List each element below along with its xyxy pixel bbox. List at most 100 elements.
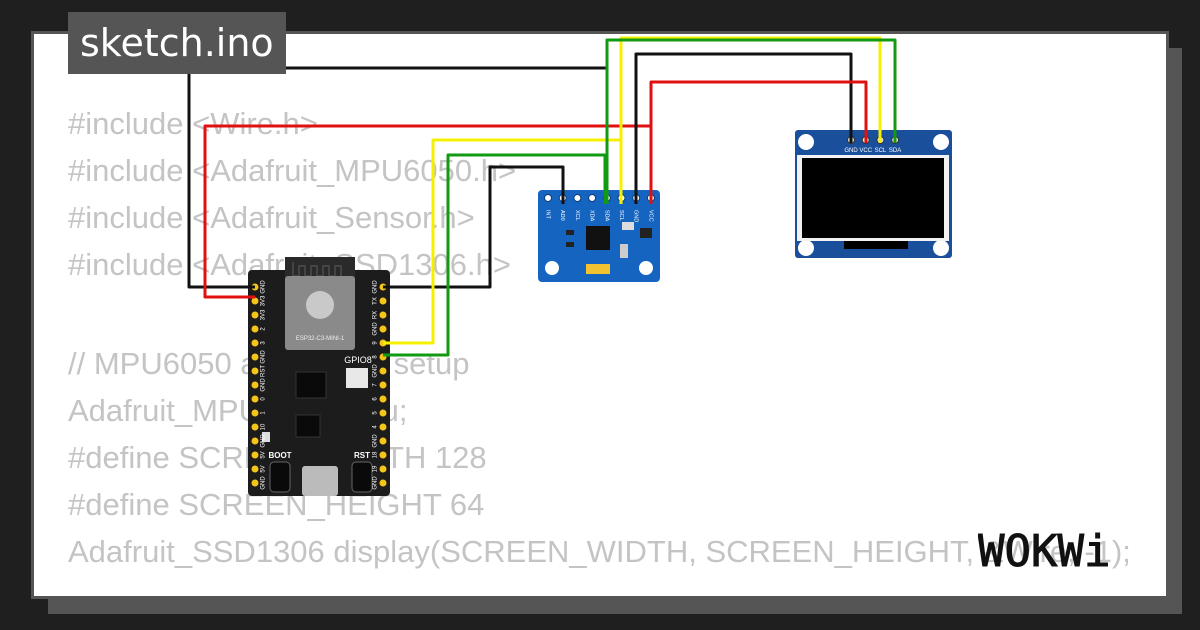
esp32-pin[interactable] — [379, 423, 387, 431]
mounting-hole — [933, 240, 949, 256]
esp32-pin-label: GND — [373, 322, 379, 336]
preview-card — [31, 31, 1169, 599]
esp32-pin[interactable] — [251, 297, 259, 305]
mpu6050-pin-label: SCL — [618, 210, 624, 221]
esp32-pin[interactable] — [251, 465, 259, 473]
wire-gnd-esp-right[interactable] — [383, 165, 565, 289]
mpu6050-pin-label: XCL — [574, 210, 580, 221]
esp32-pin-label: 5 — [373, 411, 379, 415]
esp32-pin[interactable] — [251, 325, 259, 333]
mpu6050-pin-label: AD0 — [559, 210, 565, 221]
code-line: #include <Adafruit_Sensor.h> — [68, 200, 475, 235]
esp32-pin-label: 10 — [261, 423, 267, 430]
mpu6050-pin-label: INT — [545, 210, 551, 220]
esp32-pin-label: RST — [261, 365, 267, 377]
esp32-board[interactable]: ESP32-C3-MINI-1 GPIO8 BOOT RST GND3V33V3… — [248, 257, 390, 496]
boot-button[interactable] — [269, 461, 291, 493]
rst-label: RST — [354, 451, 370, 460]
wire-sda-esp-right[interactable] — [383, 153, 607, 357]
esp32-pin-label: GND — [373, 280, 379, 294]
esp32-pin[interactable] — [251, 311, 259, 319]
esp32-pin[interactable] — [251, 437, 259, 445]
code-line: #include <Wire.h> — [68, 106, 318, 141]
mpu6050-pin[interactable] — [544, 194, 552, 202]
rst-button[interactable] — [351, 461, 373, 493]
voltage-regulator — [295, 371, 327, 399]
esp32-pin[interactable] — [379, 325, 387, 333]
esp32-pin-label: 18 — [373, 451, 379, 458]
mounting-hole — [545, 261, 559, 275]
gpio8-led — [346, 368, 368, 388]
esp32-pin[interactable] — [251, 395, 259, 403]
wire-scl-oled[interactable] — [619, 36, 882, 204]
esp32-pin[interactable] — [379, 311, 387, 319]
code-line: #include <Adafruit_MPU6050.h> — [68, 153, 517, 188]
espressif-logo-icon — [306, 291, 334, 319]
mpu6050-chip — [586, 226, 610, 250]
esp32-pin-label: GND — [261, 350, 267, 364]
esp32-pin-label: GND — [261, 280, 267, 294]
mpu6050-pin[interactable] — [573, 194, 582, 202]
mounting-hole — [639, 261, 653, 275]
esp32-pin[interactable] — [251, 353, 259, 361]
esp32-pin[interactable] — [251, 479, 259, 487]
esp32-pin-label: 5V — [261, 465, 267, 472]
esp32-pin-label: 4 — [373, 425, 379, 429]
esp32-pin-label: GND — [261, 476, 267, 490]
esp32-pin[interactable] — [379, 437, 387, 445]
mounting-hole — [798, 134, 814, 150]
antenna-trace — [292, 262, 342, 280]
esp32-pin-label: GND — [373, 364, 379, 378]
esp32-pin-label: 5V — [261, 451, 267, 458]
esp32-pin[interactable] — [251, 423, 259, 431]
mpu6050-pin-label: VCC — [647, 210, 653, 222]
mpu6050-board[interactable]: INT AD0 XCL XDA SDA SCL GND VCC — [538, 190, 660, 282]
mpu6050-pin-header: INT AD0 XCL XDA SDA SCL GND VCC — [544, 194, 655, 222]
esp32-pin-label: 0 — [261, 397, 267, 401]
mpu6050-pin-label: GND — [633, 210, 639, 222]
mpu6050-crystal — [586, 264, 610, 274]
esp32-pin-label: 3 — [261, 341, 267, 345]
esp32-pin-label: 6 — [373, 397, 379, 401]
led-indicator — [262, 432, 270, 442]
smd-part — [622, 222, 634, 230]
wire-sda-oled[interactable] — [605, 38, 897, 204]
wokwi-logo-text: WOKWi — [978, 526, 1110, 577]
esp32-module-label: ESP32-C3-MINI-1 — [296, 336, 345, 342]
esp32-pin[interactable] — [379, 465, 387, 473]
mpu6050-pin-label: SDA — [603, 210, 609, 222]
wire-gnd-oled[interactable] — [634, 52, 853, 204]
wire-vcc-oled[interactable] — [649, 80, 868, 204]
esp32-pin-label: GND — [373, 434, 379, 448]
esp32-pin[interactable] — [251, 409, 259, 417]
file-name-tab[interactable]: sketch.ino — [68, 12, 286, 74]
oled-ribbon — [844, 241, 908, 249]
esp32-pin[interactable] — [251, 367, 259, 375]
oled-pin-label: SDA — [889, 148, 901, 154]
esp32-pin[interactable] — [379, 297, 387, 305]
esp32-pin[interactable] — [251, 381, 259, 389]
esp32-pin-label: 19 — [373, 465, 379, 472]
esp32-pin[interactable] — [379, 479, 387, 487]
gpio8-label: GPIO8 — [344, 355, 372, 365]
esp32-pin-label: GND — [373, 476, 379, 490]
esp32-pin-label: 2 — [261, 327, 267, 331]
mpu6050-pin-label: XDA — [589, 210, 595, 222]
esp32-pin[interactable] — [379, 367, 387, 375]
esp32-pin[interactable] — [379, 395, 387, 403]
mpu6050-pin[interactable] — [588, 194, 597, 202]
usb-port — [302, 466, 338, 496]
esp32-pin[interactable] — [251, 339, 259, 347]
esp32-pin[interactable] — [379, 409, 387, 417]
esp32-pin-label: RX — [373, 311, 379, 319]
wokwi-logo: WOKWi — [978, 526, 1111, 578]
esp32-pin[interactable] — [379, 451, 387, 459]
smd-part — [566, 230, 574, 235]
oled-screen — [802, 158, 944, 238]
esp32-pin-label: TX — [373, 297, 379, 305]
esp32-pin-label: 3V3 — [261, 309, 267, 320]
esp32-pin[interactable] — [379, 381, 387, 389]
esp32-pin-label: 8 — [373, 355, 379, 359]
esp32-pin[interactable] — [251, 451, 259, 459]
